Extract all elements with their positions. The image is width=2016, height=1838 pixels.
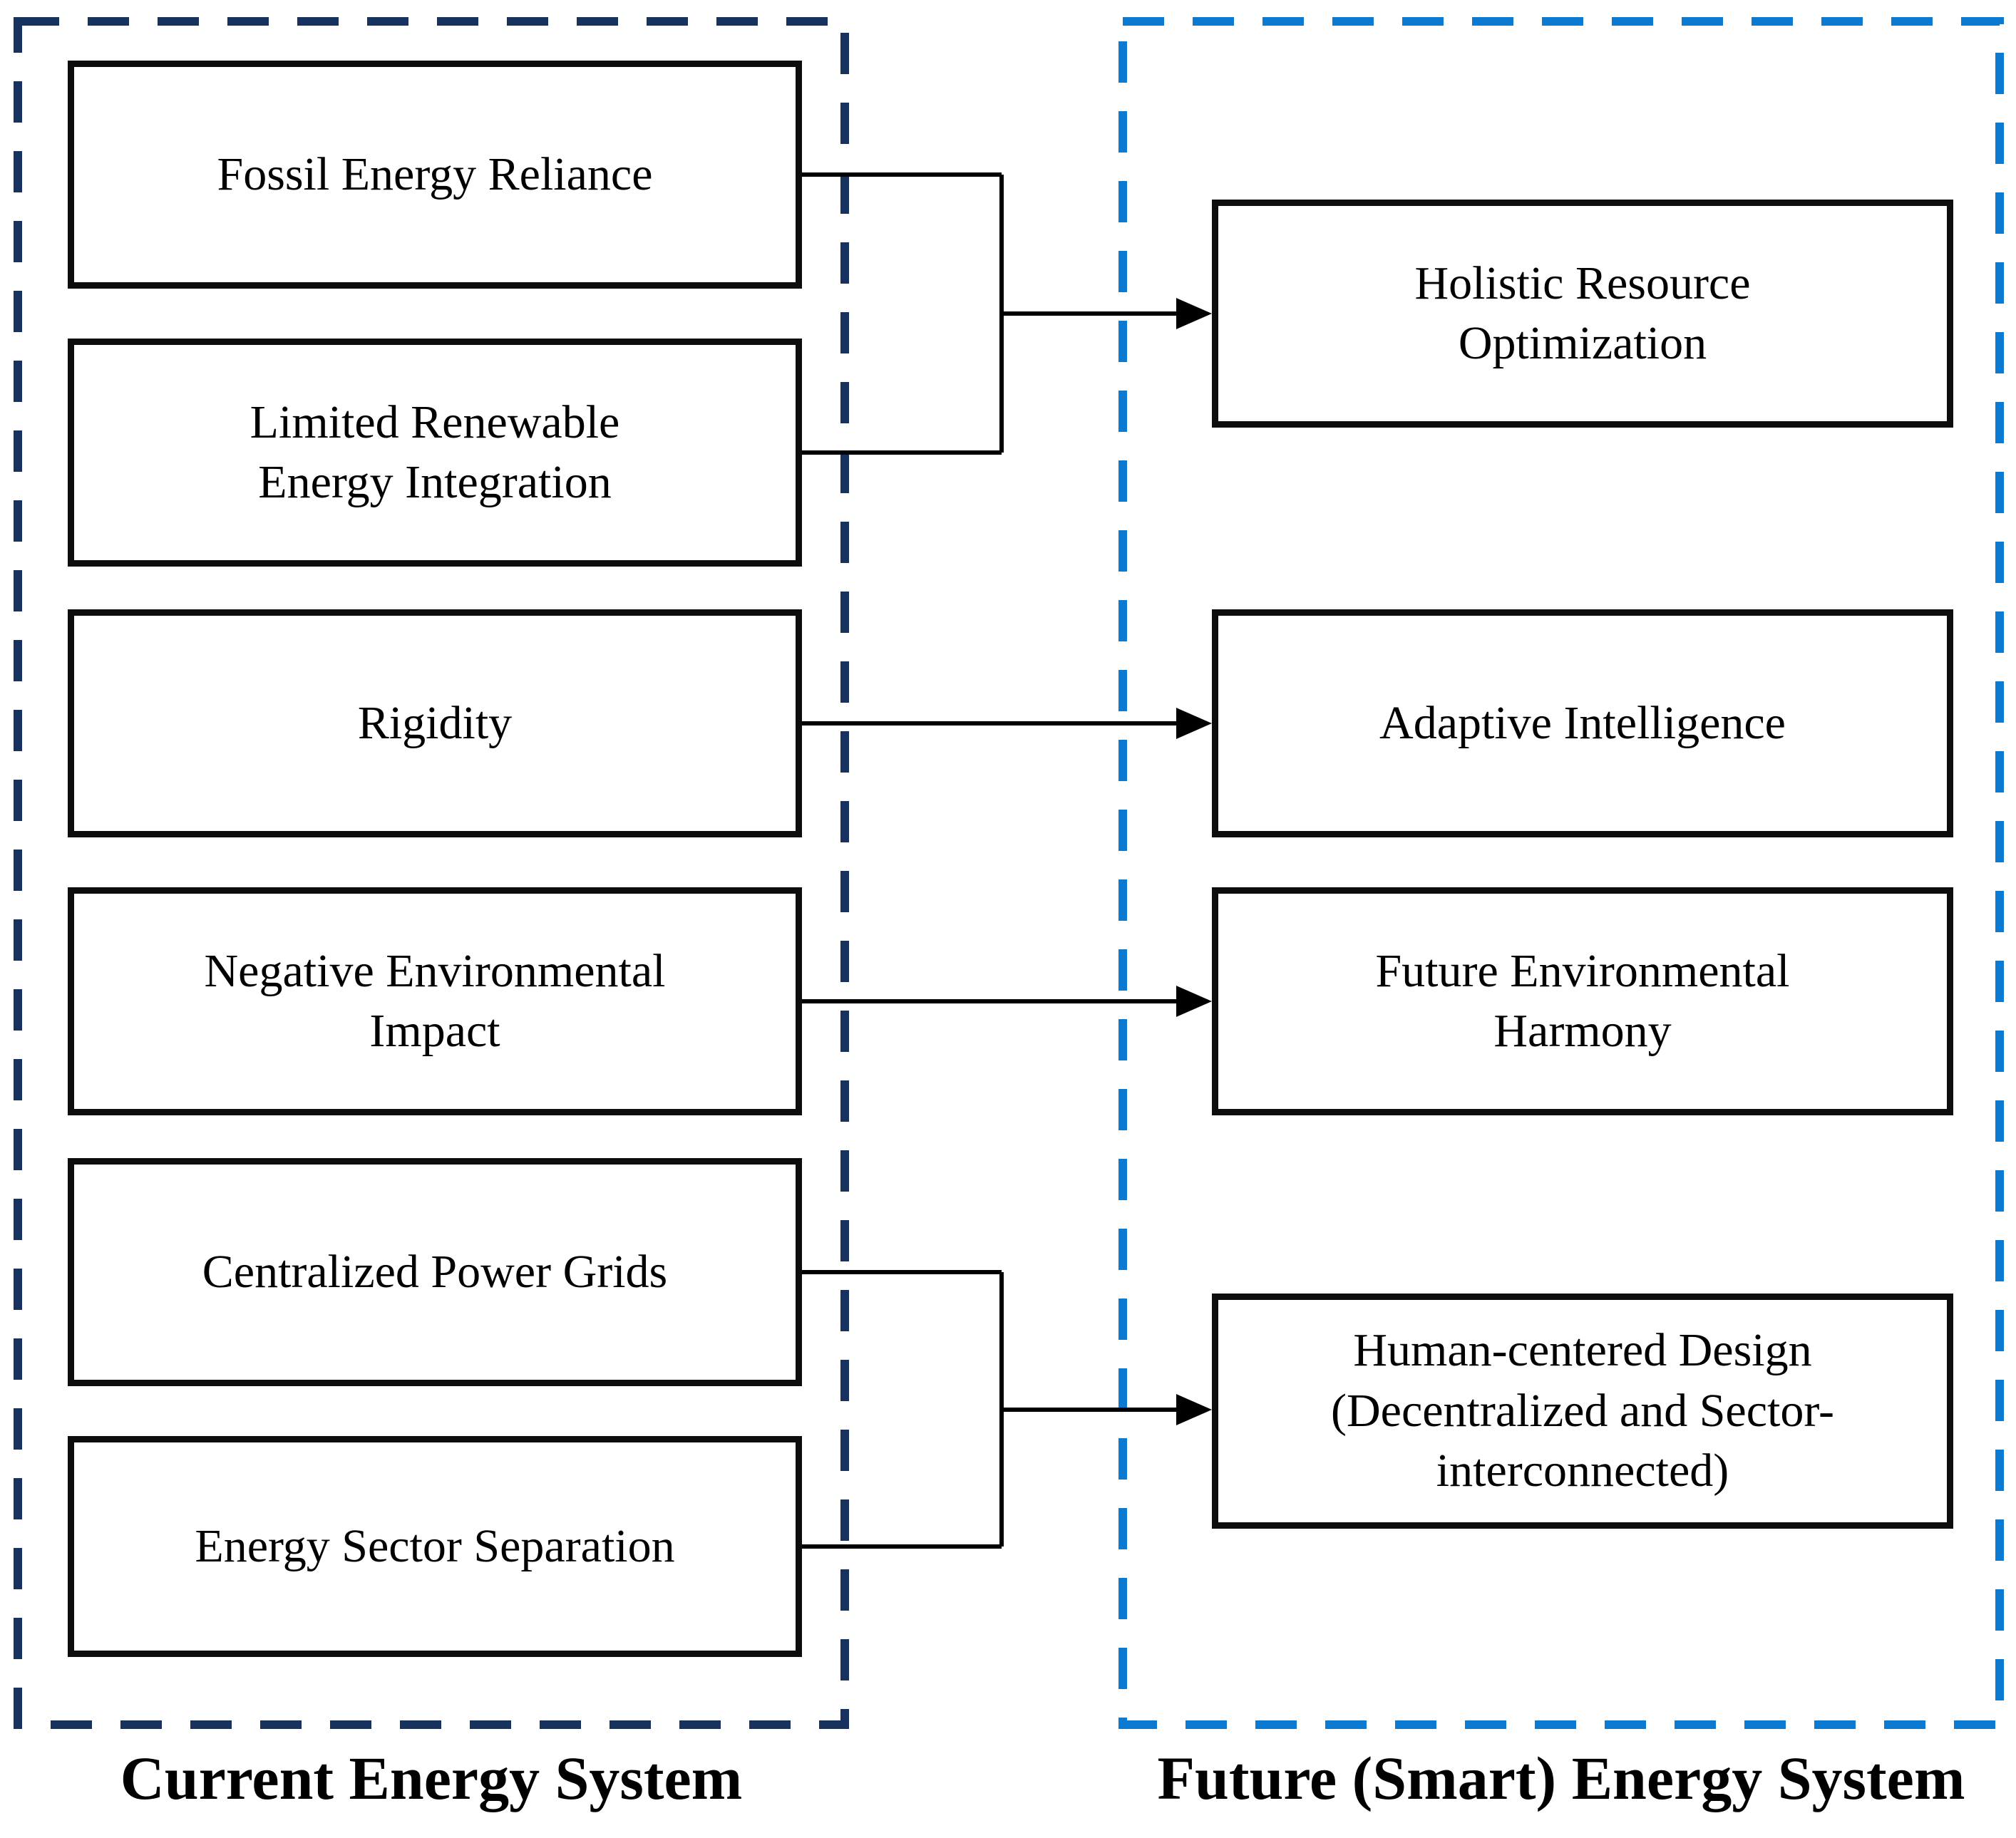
- arrowhead-to-adaptive: [1176, 708, 1212, 739]
- node-negative-environmental-impact: Negative Environmental Impact: [68, 887, 802, 1115]
- node-label: Limited Renewable Energy Integration: [250, 396, 620, 508]
- node-rigidity: Rigidity: [68, 609, 802, 837]
- node-future-environmental-harmony: Future Environmental Harmony: [1212, 887, 1953, 1115]
- node-label: Energy Sector Separation: [195, 1519, 675, 1572]
- node-adaptive-intelligence: Adaptive Intelligence: [1212, 609, 1953, 837]
- future-system-dashed-border: [1118, 17, 2004, 1729]
- node-label: Centralized Power Grids: [202, 1245, 668, 1298]
- node-human-centered-design: Human-centered Design (Decentralized and…: [1212, 1294, 1953, 1529]
- connector-centralized-sector-merge: [802, 1270, 1178, 1549]
- arrowhead-to-harmony: [1176, 986, 1212, 1017]
- node-holistic-resource-optimization: Holistic Resource Optimization: [1212, 200, 1953, 428]
- current-system-dashed-border: [14, 17, 849, 1729]
- node-centralized-power-grids: Centralized Power Grids: [68, 1158, 802, 1386]
- node-label: Adaptive Intelligence: [1379, 696, 1786, 749]
- node-label: Human-centered Design (Decentralized and…: [1331, 1324, 1834, 1497]
- future-system-title: Future (Smart) Energy System: [1157, 1744, 1965, 1812]
- node-label: Negative Environmental Impact: [204, 944, 666, 1057]
- node-label: Rigidity: [357, 696, 513, 749]
- current-system-title: Current Energy System: [120, 1744, 743, 1812]
- arrowhead-to-holistic: [1176, 298, 1212, 329]
- node-energy-sector-separation: Energy Sector Separation: [68, 1436, 802, 1657]
- connector-fossil-limited-merge: [802, 172, 1178, 455]
- node-limited-renewable-energy-integration: Limited Renewable Energy Integration: [68, 339, 802, 567]
- node-label: Holistic Resource Optimization: [1414, 257, 1751, 369]
- node-fossil-energy-reliance: Fossil Energy Reliance: [68, 61, 802, 289]
- node-label: Future Environmental Harmony: [1375, 944, 1790, 1057]
- node-label: Fossil Energy Reliance: [217, 148, 653, 200]
- arrowhead-to-human-centered: [1176, 1394, 1212, 1425]
